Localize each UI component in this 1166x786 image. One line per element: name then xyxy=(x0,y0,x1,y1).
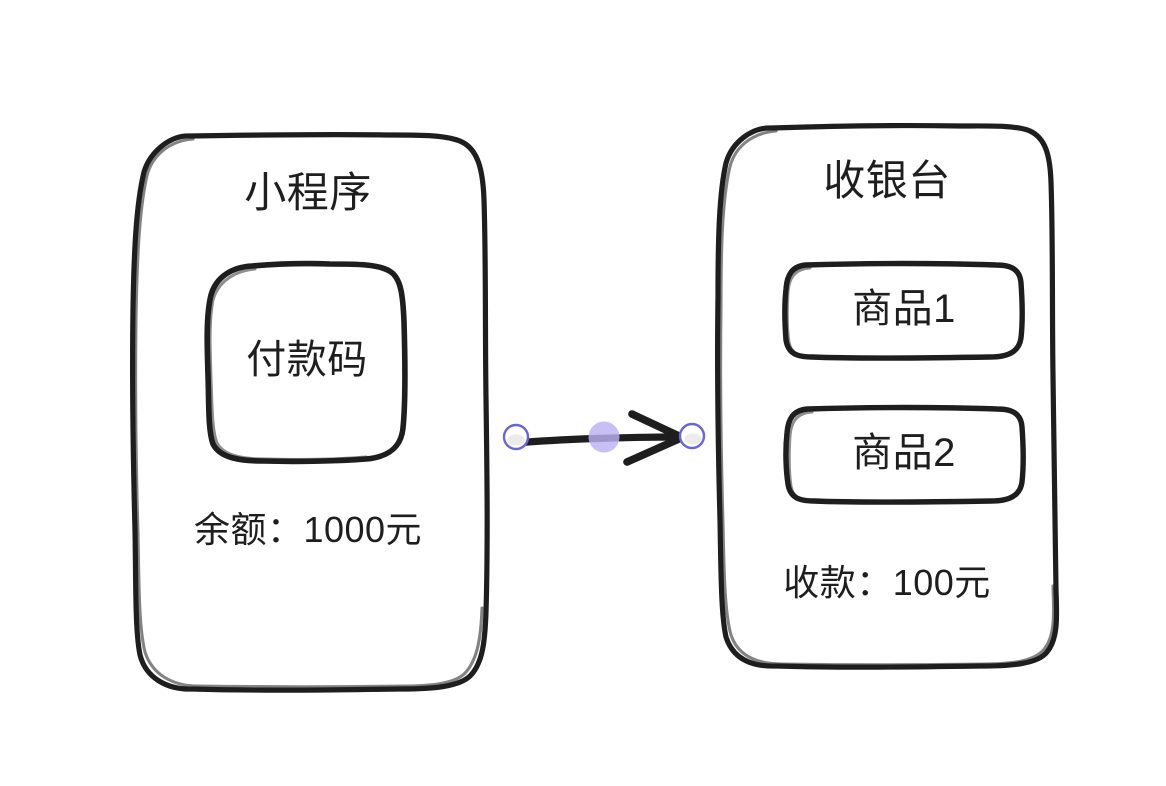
product-1-shape[interactable] xyxy=(782,260,1025,361)
cashier-receipt-text: 收款：100元 xyxy=(783,562,991,603)
miniapp-balance-text: 余额：1000元 xyxy=(193,509,423,550)
paycode-box-shape[interactable] xyxy=(204,260,408,465)
product-2-label: 商品2 xyxy=(852,431,956,475)
arrow-handle-end[interactable] xyxy=(678,422,706,450)
paycode-box-label: 付款码 xyxy=(246,338,368,382)
cashier-panel-title: 收银台 xyxy=(823,157,951,204)
cashier-panel-shape[interactable] xyxy=(715,123,1060,670)
arrow-handle-start[interactable] xyxy=(502,423,530,451)
arrow-handle-midpoint[interactable] xyxy=(588,421,620,453)
miniapp-panel-shape[interactable] xyxy=(130,131,490,693)
arrow-selection-handles[interactable] xyxy=(502,421,706,453)
miniapp-panel-title: 小程序 xyxy=(244,169,372,216)
product-1-label: 商品1 xyxy=(852,287,956,331)
product-2-shape[interactable] xyxy=(783,404,1026,505)
